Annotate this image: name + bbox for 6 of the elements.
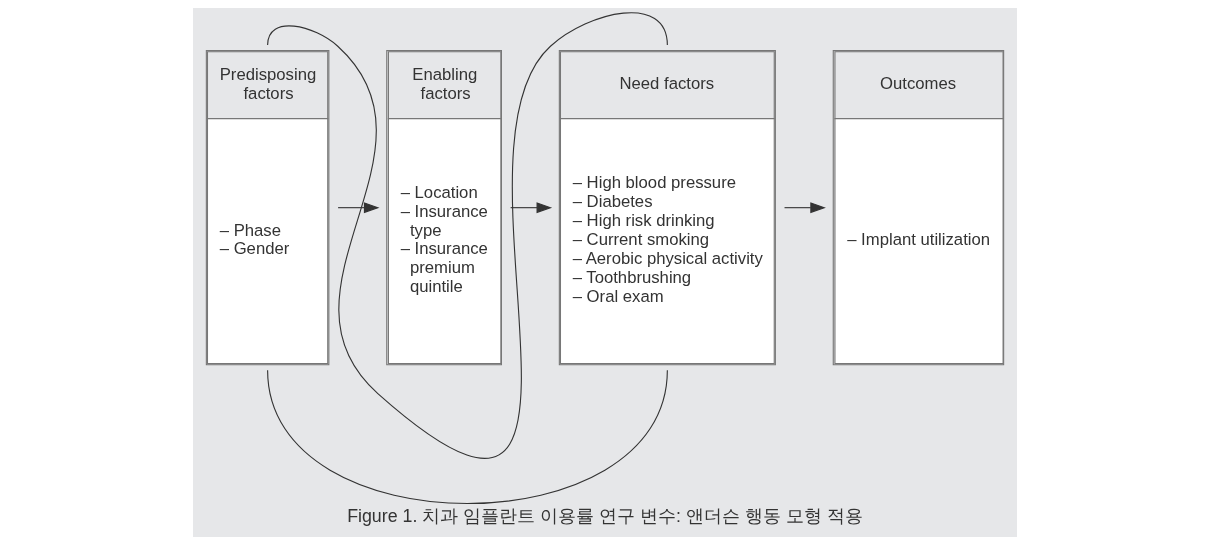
arrow <box>510 202 553 214</box>
connector <box>267 12 668 458</box>
connector <box>267 369 668 505</box>
arrow <box>337 202 380 214</box>
arrow <box>783 202 826 214</box>
caption: Figure 1. 치과 임플란트 이용률 연구 변수: 앤더슨 행동 모형 적용 <box>347 506 863 527</box>
